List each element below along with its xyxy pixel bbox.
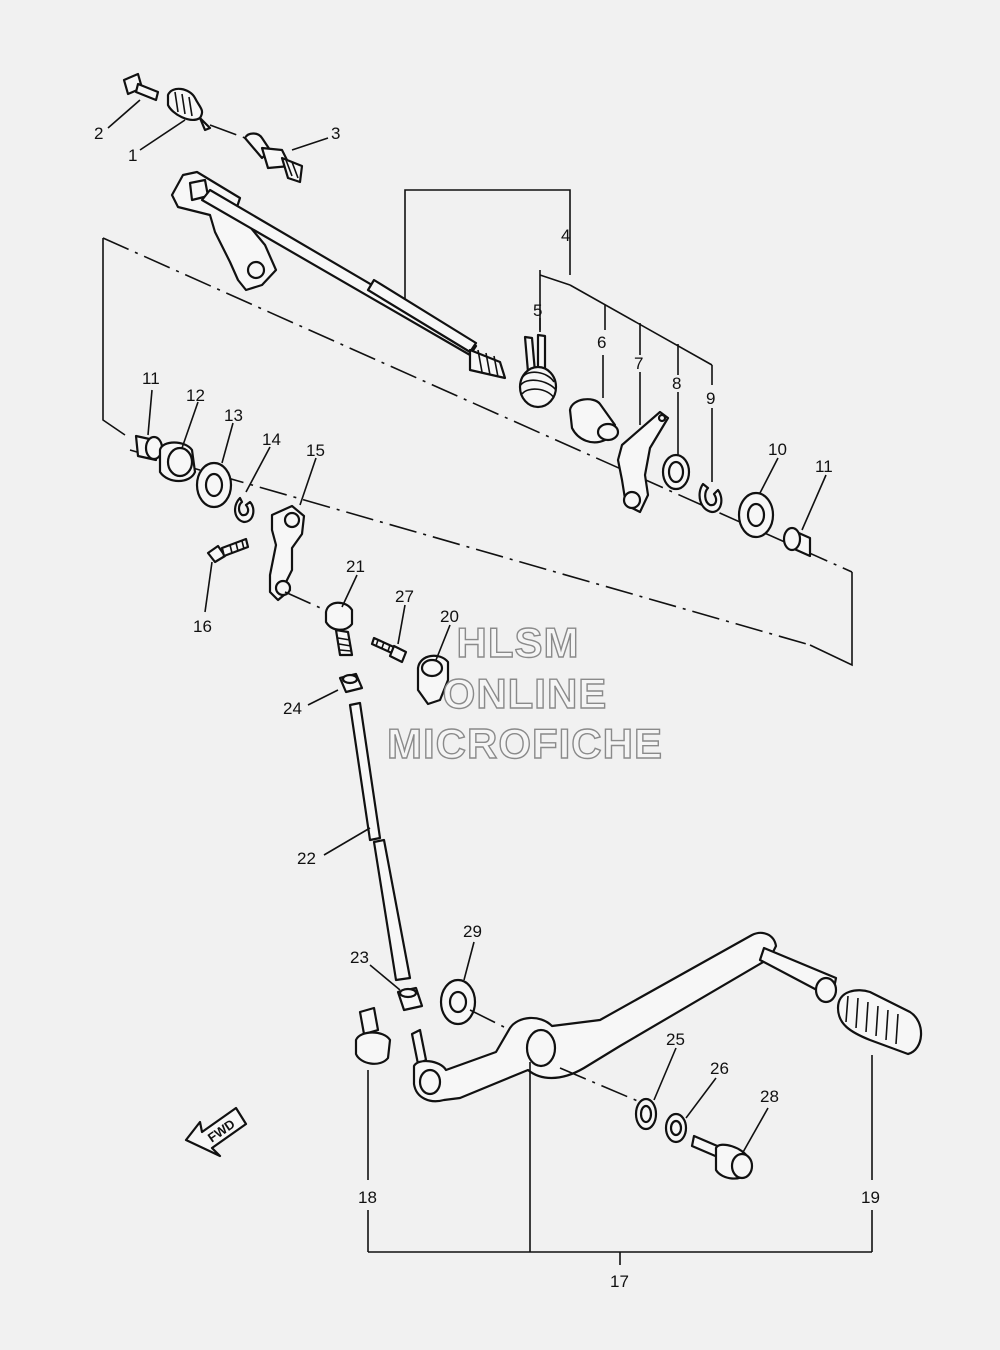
callout-14: 14 [262, 430, 281, 449]
part-2-bolt [122, 72, 160, 102]
part-9-circlip [698, 482, 723, 514]
part-19-footpeg-rubber [836, 989, 923, 1056]
callout-15: 15 [306, 441, 325, 460]
part-15-shift-arm [268, 504, 306, 602]
callout-26: 26 [710, 1059, 729, 1078]
watermark-line-2: ONLINE [443, 670, 608, 717]
part-28-pivot-bolt [690, 1134, 754, 1180]
callout-19: 19 [861, 1188, 880, 1207]
callout-18: 18 [358, 1188, 377, 1207]
callout-28: 28 [760, 1087, 779, 1106]
callout-24: 24 [283, 699, 302, 718]
part-6-collar [568, 398, 620, 444]
callout-10: 10 [768, 440, 787, 459]
part-13-washer [195, 461, 233, 509]
part-21-joint [324, 601, 354, 657]
assembly-frame [102, 237, 853, 667]
shift-pedal [410, 931, 838, 1103]
part-7-stopper-lever [616, 410, 670, 514]
part-11-bearing-right [782, 526, 812, 558]
callout-21: 21 [346, 557, 365, 576]
callout-20: 20 [440, 607, 459, 626]
callout-23: 23 [350, 948, 369, 967]
callout-22: 22 [297, 849, 316, 868]
callout-5: 5 [533, 301, 542, 320]
watermark-line-3: MICROFICHE [387, 720, 663, 767]
part-5-torsion-spring [518, 333, 558, 409]
part-18-bolt [354, 1006, 392, 1065]
part-3-stud [243, 132, 304, 184]
part-22-shift-rod [348, 701, 412, 982]
part-20-joint [416, 654, 450, 706]
part-8-washer [661, 453, 691, 491]
part-25-washer [634, 1097, 658, 1131]
part-1-spring [166, 87, 212, 132]
part-23-nut [396, 986, 424, 1012]
bracket-part-17 [367, 1055, 873, 1265]
part-11-bearing-left [134, 434, 164, 462]
callout-7: 7 [634, 354, 643, 373]
forward-direction-arrow-icon: FWD [184, 1106, 248, 1158]
callout-25: 25 [666, 1030, 685, 1049]
shift-shaft [170, 170, 507, 380]
callout-29: 29 [463, 922, 482, 941]
callout-3: 3 [331, 124, 340, 143]
callout-6: 6 [597, 333, 606, 352]
callout-11-right: 11 [815, 457, 833, 476]
part-16-bolt [206, 537, 250, 564]
callout-12: 12 [186, 386, 205, 405]
part-29-washer [439, 978, 477, 1026]
callout-8: 8 [672, 374, 681, 393]
watermark: HLSM ONLINE MICROFICHE [386, 618, 663, 767]
bracket-part-4 [404, 189, 713, 385]
callout-2: 2 [94, 124, 103, 143]
part-27-bolt [370, 636, 408, 664]
part-14-circlip [234, 496, 255, 524]
part-12-seal [158, 441, 197, 483]
part-24-nut [338, 672, 364, 694]
watermark-line-1: HLSM [457, 619, 580, 666]
callout-17: 17 [610, 1272, 629, 1291]
callout-16: 16 [193, 617, 212, 636]
leader-lines [107, 99, 827, 1155]
callout-labels: 2 1 3 4 5 6 7 8 9 10 11 11 12 13 14 15 1… [94, 124, 880, 1291]
part-26-washer [664, 1112, 688, 1144]
callout-1: 1 [128, 146, 137, 165]
callout-27: 27 [395, 587, 414, 606]
callout-9: 9 [706, 389, 715, 408]
callout-4: 4 [561, 226, 570, 245]
callout-11-left: 11 [142, 369, 160, 388]
part-10-washer [737, 491, 775, 539]
callout-13: 13 [224, 406, 243, 425]
